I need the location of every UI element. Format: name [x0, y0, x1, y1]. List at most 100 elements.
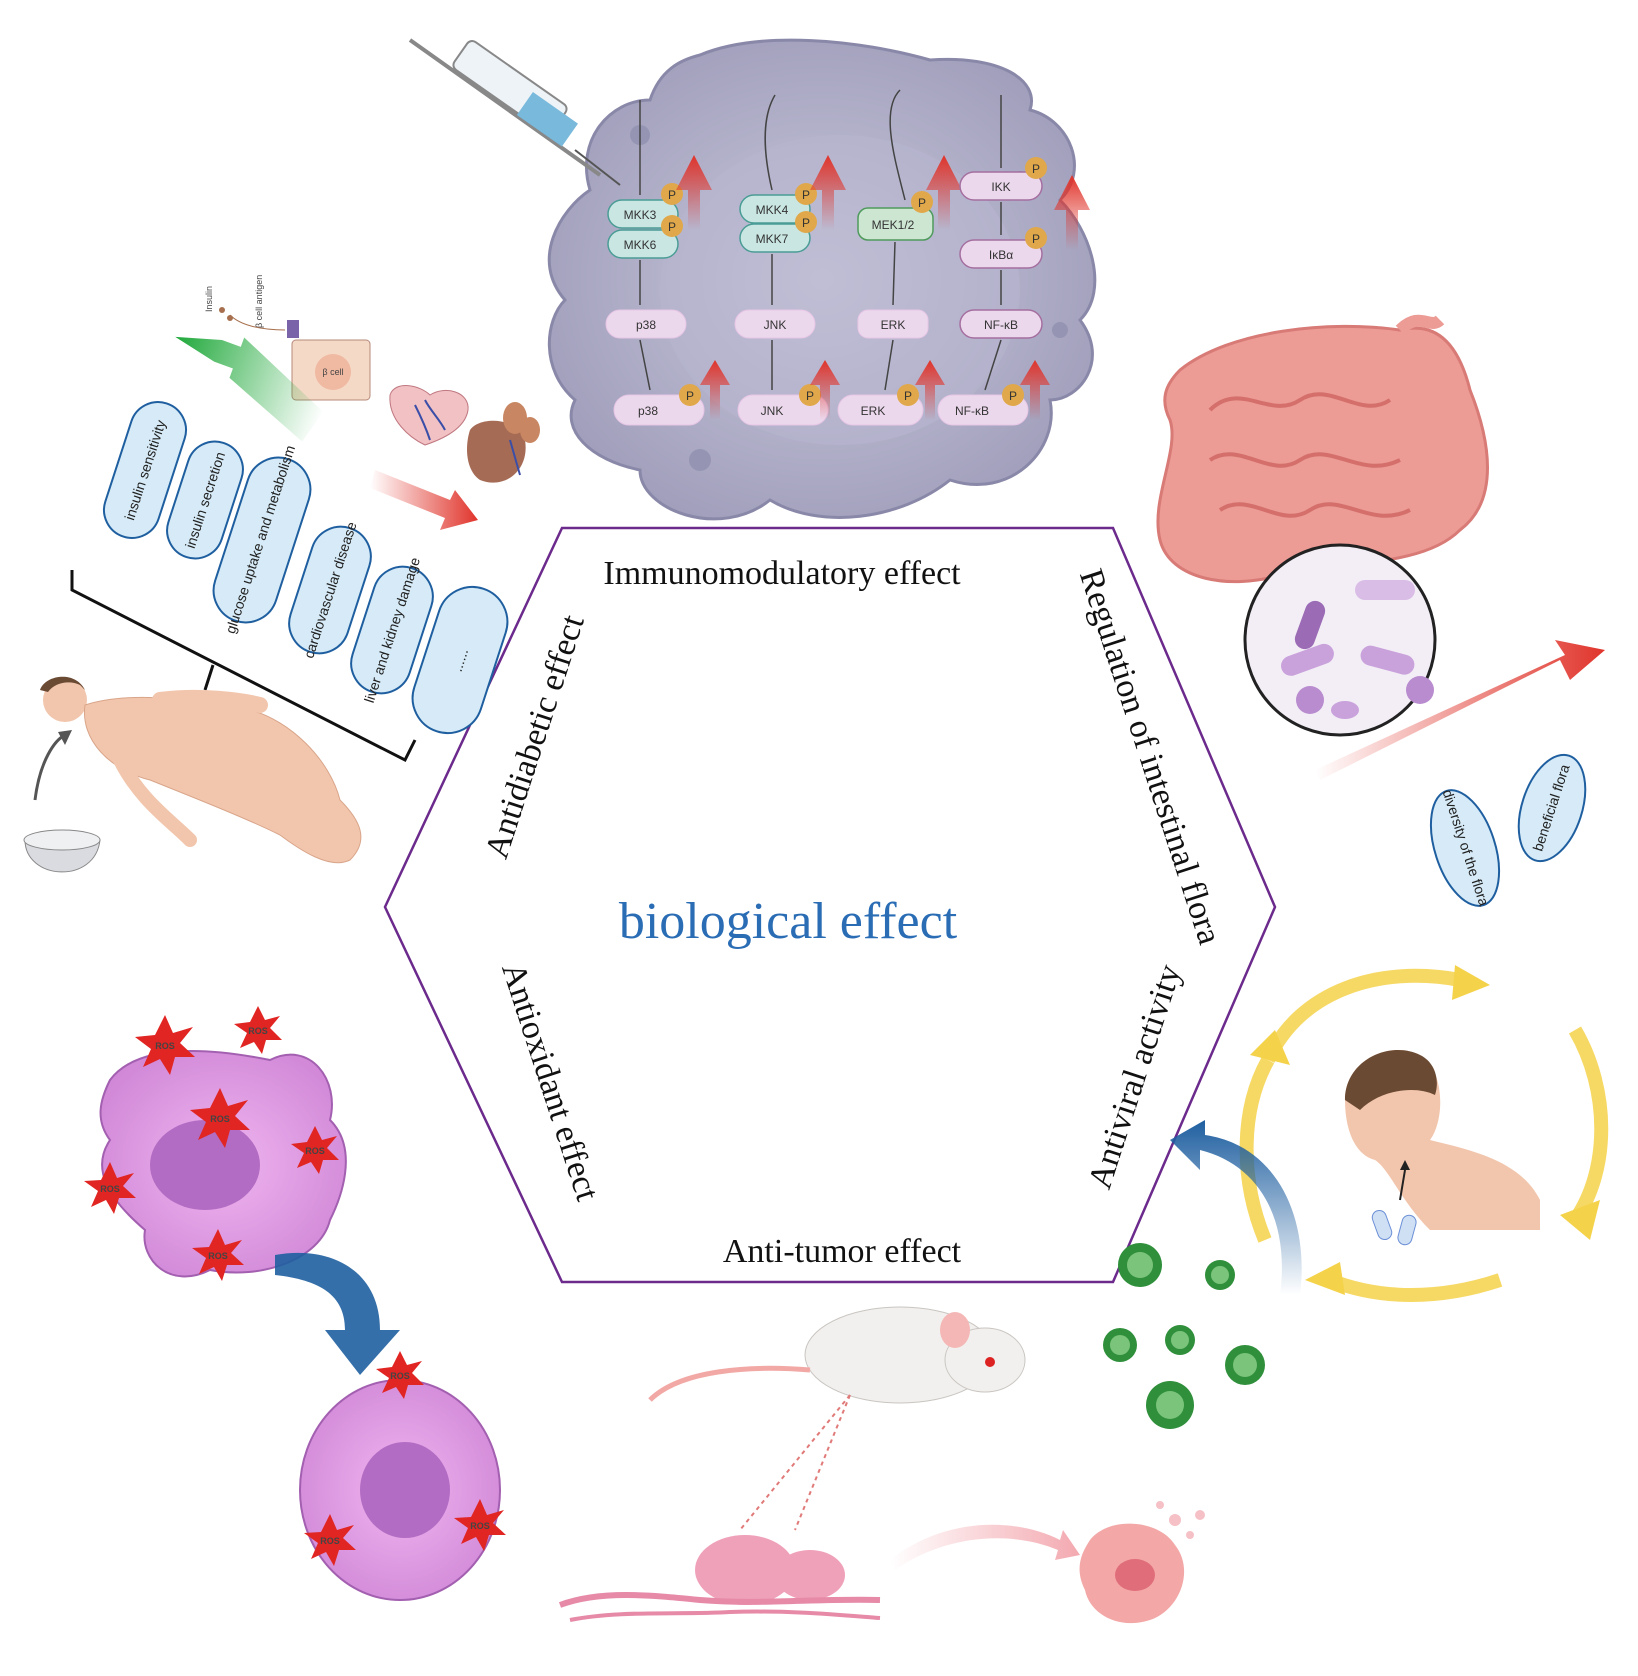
up-arrow-icon	[926, 155, 962, 230]
pathway-jnk: MKK4 MKK7 P P JNK JNK P	[734, 94, 846, 426]
node-mkk7	[739, 223, 811, 253]
cell-vesicle	[689, 449, 711, 471]
node-nfkb-p-label: NF-κB	[955, 404, 989, 418]
label-antioxidant: Antioxidant effect	[494, 958, 606, 1206]
node-mkk6	[607, 229, 679, 259]
antidiabetic-panel: β cell Insulin β cell antigen	[23, 275, 540, 873]
phospho-label: P	[668, 188, 676, 202]
phospho-label: P	[1009, 389, 1017, 403]
up-arrow-icon	[810, 360, 840, 420]
node-erk-label: ERK	[881, 318, 906, 332]
decrease-arrow-icon	[370, 470, 478, 530]
node-mkk4-label: MKK4	[756, 203, 789, 217]
beta-cell-icon: β cell Insulin β cell antigen	[204, 275, 371, 401]
ros-star-icon: ROS	[376, 1351, 424, 1399]
label-immunomodulatory: Immunomodulatory effect	[603, 555, 961, 592]
svg-text:ROS: ROS	[208, 1251, 228, 1261]
phospho-icon	[1002, 384, 1024, 406]
insulin-label: Insulin	[204, 286, 214, 312]
up-arrow-icon	[700, 360, 730, 420]
phospho-label: P	[904, 389, 912, 403]
virus-icon	[1205, 1260, 1235, 1290]
node-mek-label: MEK1/2	[872, 218, 915, 232]
node-mkk7-label: MKK7	[756, 232, 789, 246]
up-arrow-icon	[810, 155, 846, 230]
immune-cell-panel: MKK3 MKK6 P P p38 p38 P MKK4 MKK7	[408, 38, 1097, 521]
cycle-arrows-icon	[1239, 965, 1609, 1302]
node-ikba-label: IκBα	[989, 248, 1013, 262]
phospho-label: P	[1032, 232, 1040, 246]
ros-star-icon: ROS	[234, 1006, 282, 1054]
node-jnk-p-label: JNK	[761, 404, 784, 418]
node-nfkb	[959, 309, 1043, 339]
svg-text:ROS: ROS	[155, 1041, 175, 1051]
node-erk	[857, 309, 929, 339]
phospho-label: P	[918, 196, 926, 210]
beta-cell-label: β cell	[322, 367, 343, 377]
syringe-icon	[408, 38, 621, 186]
intestinal-flora-panel: beneficial flora diversity of the flora	[1156, 314, 1605, 908]
label-antiviral: Antiviral activity	[1081, 960, 1188, 1193]
node-p38-p	[613, 394, 705, 426]
cell-nucleus	[150, 1120, 260, 1210]
pill-insulin-secretion: insulin secretion	[166, 440, 244, 560]
phospho-label: P	[668, 220, 676, 234]
node-mkk3	[607, 199, 679, 229]
node-mkk4	[739, 194, 811, 224]
pathway-erk: MEK1/2 P ERK ERK P	[837, 89, 962, 426]
intestine-icon	[1156, 314, 1489, 584]
svg-text:ROS: ROS	[470, 1521, 490, 1531]
progress-arrow-icon	[890, 1524, 1080, 1570]
cell-vesicle	[1052, 322, 1068, 338]
apoptotic-cell-icon	[1079, 1501, 1205, 1624]
node-p38-label: p38	[636, 318, 656, 332]
virus-icon	[1146, 1381, 1194, 1429]
svg-text:ROS: ROS	[305, 1146, 325, 1156]
antiviral-panel	[1103, 965, 1609, 1429]
virus-icon	[1225, 1345, 1265, 1385]
phospho-label: P	[802, 188, 810, 202]
pill-more: ......	[411, 585, 509, 735]
phospho-icon	[679, 384, 701, 406]
virus-icon	[1103, 1328, 1137, 1362]
node-jnk-label: JNK	[764, 318, 787, 332]
svg-text:ROS: ROS	[390, 1371, 410, 1381]
phospho-icon	[799, 384, 821, 406]
label-intestinal-flora: Regulation of intestinal flora	[1072, 565, 1228, 949]
node-ikba	[959, 239, 1043, 269]
center-title: biological effect	[619, 893, 958, 950]
node-mkk6-label: MKK6	[624, 238, 657, 252]
increase-arrow-icon	[175, 336, 324, 442]
dashed-pointer	[739, 1394, 851, 1531]
diabetes-pill-list: insulin sensitivity insulin secretion gl…	[103, 401, 509, 735]
obese-human-icon	[40, 676, 362, 864]
central-hexagon	[383, 526, 1277, 1284]
phospho-label: P	[802, 216, 810, 230]
ros-star-icon: ROS	[454, 1499, 506, 1551]
ros-star-icon: ROS	[304, 1514, 356, 1566]
virus-icon	[1118, 1243, 1162, 1287]
capsule-icon	[1371, 1160, 1417, 1246]
antigen-label: β cell antigen	[254, 275, 264, 328]
node-p38	[605, 309, 687, 339]
blue-curved-arrow-icon	[1170, 1120, 1302, 1295]
label-antitumor: Anti-tumor effect	[723, 1233, 962, 1270]
node-p38-p-label: p38	[638, 404, 658, 418]
phospho-label: P	[686, 389, 694, 403]
node-mek	[857, 207, 934, 241]
cell-nucleus	[360, 1442, 450, 1538]
phospho-icon	[897, 384, 919, 406]
up-arrow-icon	[915, 360, 945, 420]
ros-star-icon: ROS	[84, 1162, 136, 1214]
node-erk-p-label: ERK	[861, 404, 886, 418]
pill-flora-diversity: diversity of the flora	[1429, 787, 1501, 908]
phospho-icon	[661, 215, 683, 237]
ros-star-icon: ROS	[135, 1015, 195, 1075]
antioxidant-panel: ROS ROS ROS ROS ROS ROS ROS	[84, 1006, 506, 1601]
node-nfkb-label: NF-κB	[984, 318, 1018, 332]
pathway-nfkb: IKK P IκBα P NF-κB NF-κB P	[937, 95, 1090, 426]
up-arrow-icon	[676, 155, 712, 230]
increase-arrow-icon	[1315, 640, 1605, 780]
pill-insulin-sensitivity: insulin sensitivity	[103, 401, 187, 539]
